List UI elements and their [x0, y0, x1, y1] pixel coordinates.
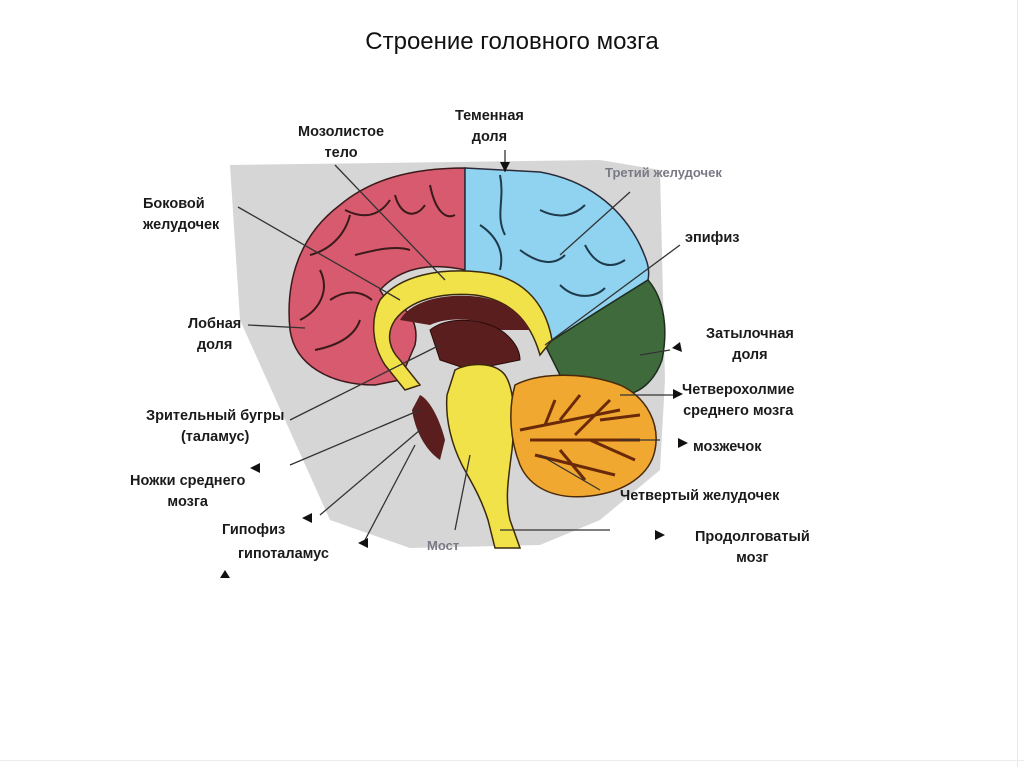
corpus-callosum: [372, 270, 553, 391]
frontal-lobe: [288, 167, 466, 386]
pointer-lines: [237, 150, 681, 541]
arbor-vitae: [519, 394, 641, 481]
label-hypothalamus: гипоталамус: [238, 546, 329, 562]
label-cerebellum: мозжечок: [693, 439, 762, 455]
slide-edge-right: [1017, 0, 1018, 767]
label-epiphysis: эпифиз: [685, 230, 740, 246]
label-third-ventricle: Третий желудочек: [605, 165, 722, 180]
slide-edge-bottom: [0, 760, 1024, 761]
cerebellum: [510, 374, 657, 498]
label-pons: Мост: [427, 538, 460, 553]
lateral-ventricle: [400, 295, 530, 330]
label-pituitary: Гипофиз: [222, 522, 286, 538]
thalamus: [429, 319, 521, 371]
pons: [412, 395, 445, 460]
label-thalamus: Зрительный бугры(таламус): [146, 408, 285, 445]
arrowheads: [220, 162, 688, 578]
brainstem: [445, 363, 522, 549]
label-fourth-ventricle: Четвертый желудочек: [620, 488, 780, 504]
page-title: Строение головного мозга: [365, 28, 659, 55]
